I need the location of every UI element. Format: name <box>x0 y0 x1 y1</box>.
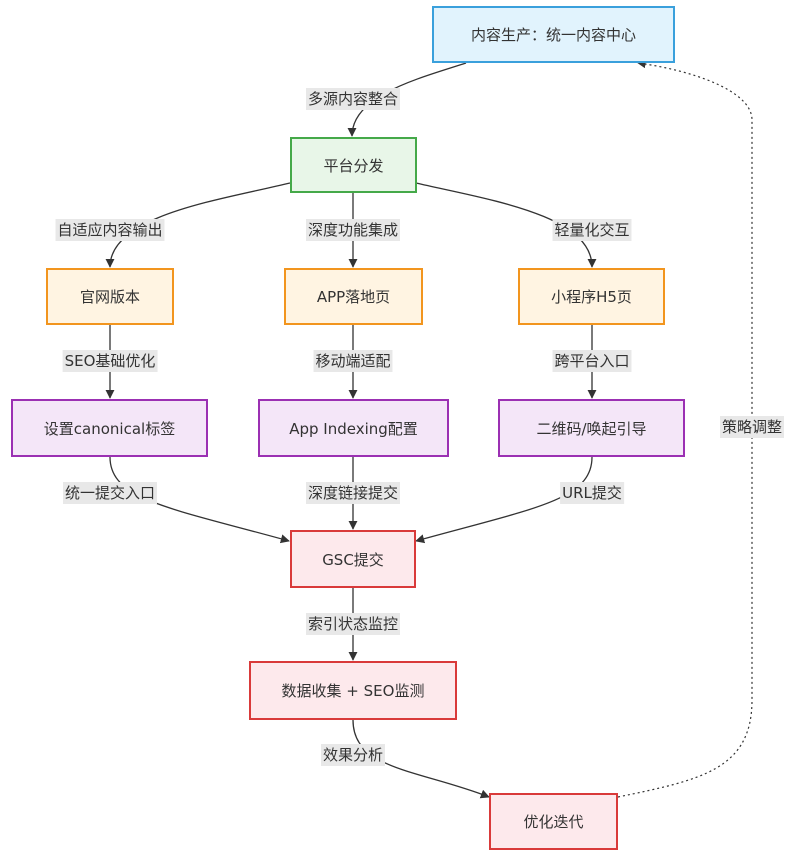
edge-optimize-to-content <box>617 59 753 798</box>
node-data-monitor: 数据收集 + SEO监测 <box>249 661 457 720</box>
edge-platform-to-mini <box>415 182 597 268</box>
node-website: 官网版本 <box>46 268 174 325</box>
edge-qr-to-gsc <box>415 456 593 544</box>
node-optimize: 优化迭代 <box>489 793 618 850</box>
label-deeplink-submit: 深度链接提交 <box>305 482 401 504</box>
label-unified-submit: 统一提交入口 <box>62 482 158 504</box>
label-url-submit: URL提交 <box>560 482 624 504</box>
label-index-monitor: 索引状态监控 <box>305 613 401 635</box>
node-gsc: GSC提交 <box>290 530 416 588</box>
edge-platform-to-website <box>105 182 291 268</box>
node-mini-program: 小程序H5页 <box>518 268 665 325</box>
node-app-landing: APP落地页 <box>284 268 423 325</box>
label-seo-basic: SEO基础优化 <box>62 350 158 372</box>
label-mobile-adapt: 移动端适配 <box>313 350 393 372</box>
label-lightweight: 轻量化交互 <box>552 219 632 241</box>
label-adaptive: 自适应内容输出 <box>55 219 165 241</box>
node-canonical: 设置canonical标签 <box>11 399 208 457</box>
edge-data-to-optimize <box>352 719 490 799</box>
label-deep-integration: 深度功能集成 <box>305 219 401 241</box>
label-multi-source: 多源内容整合 <box>305 88 401 110</box>
node-app-indexing: App Indexing配置 <box>258 399 449 457</box>
node-platform-distribution: 平台分发 <box>290 137 417 193</box>
label-cross-platform: 跨平台入口 <box>552 350 632 372</box>
node-qr-code: 二维码/唤起引导 <box>498 399 685 457</box>
label-strategy-adjust: 策略调整 <box>719 416 785 438</box>
node-content-center: 内容生产：统一内容中心 <box>432 6 675 63</box>
label-effect-analysis: 效果分析 <box>320 744 386 766</box>
